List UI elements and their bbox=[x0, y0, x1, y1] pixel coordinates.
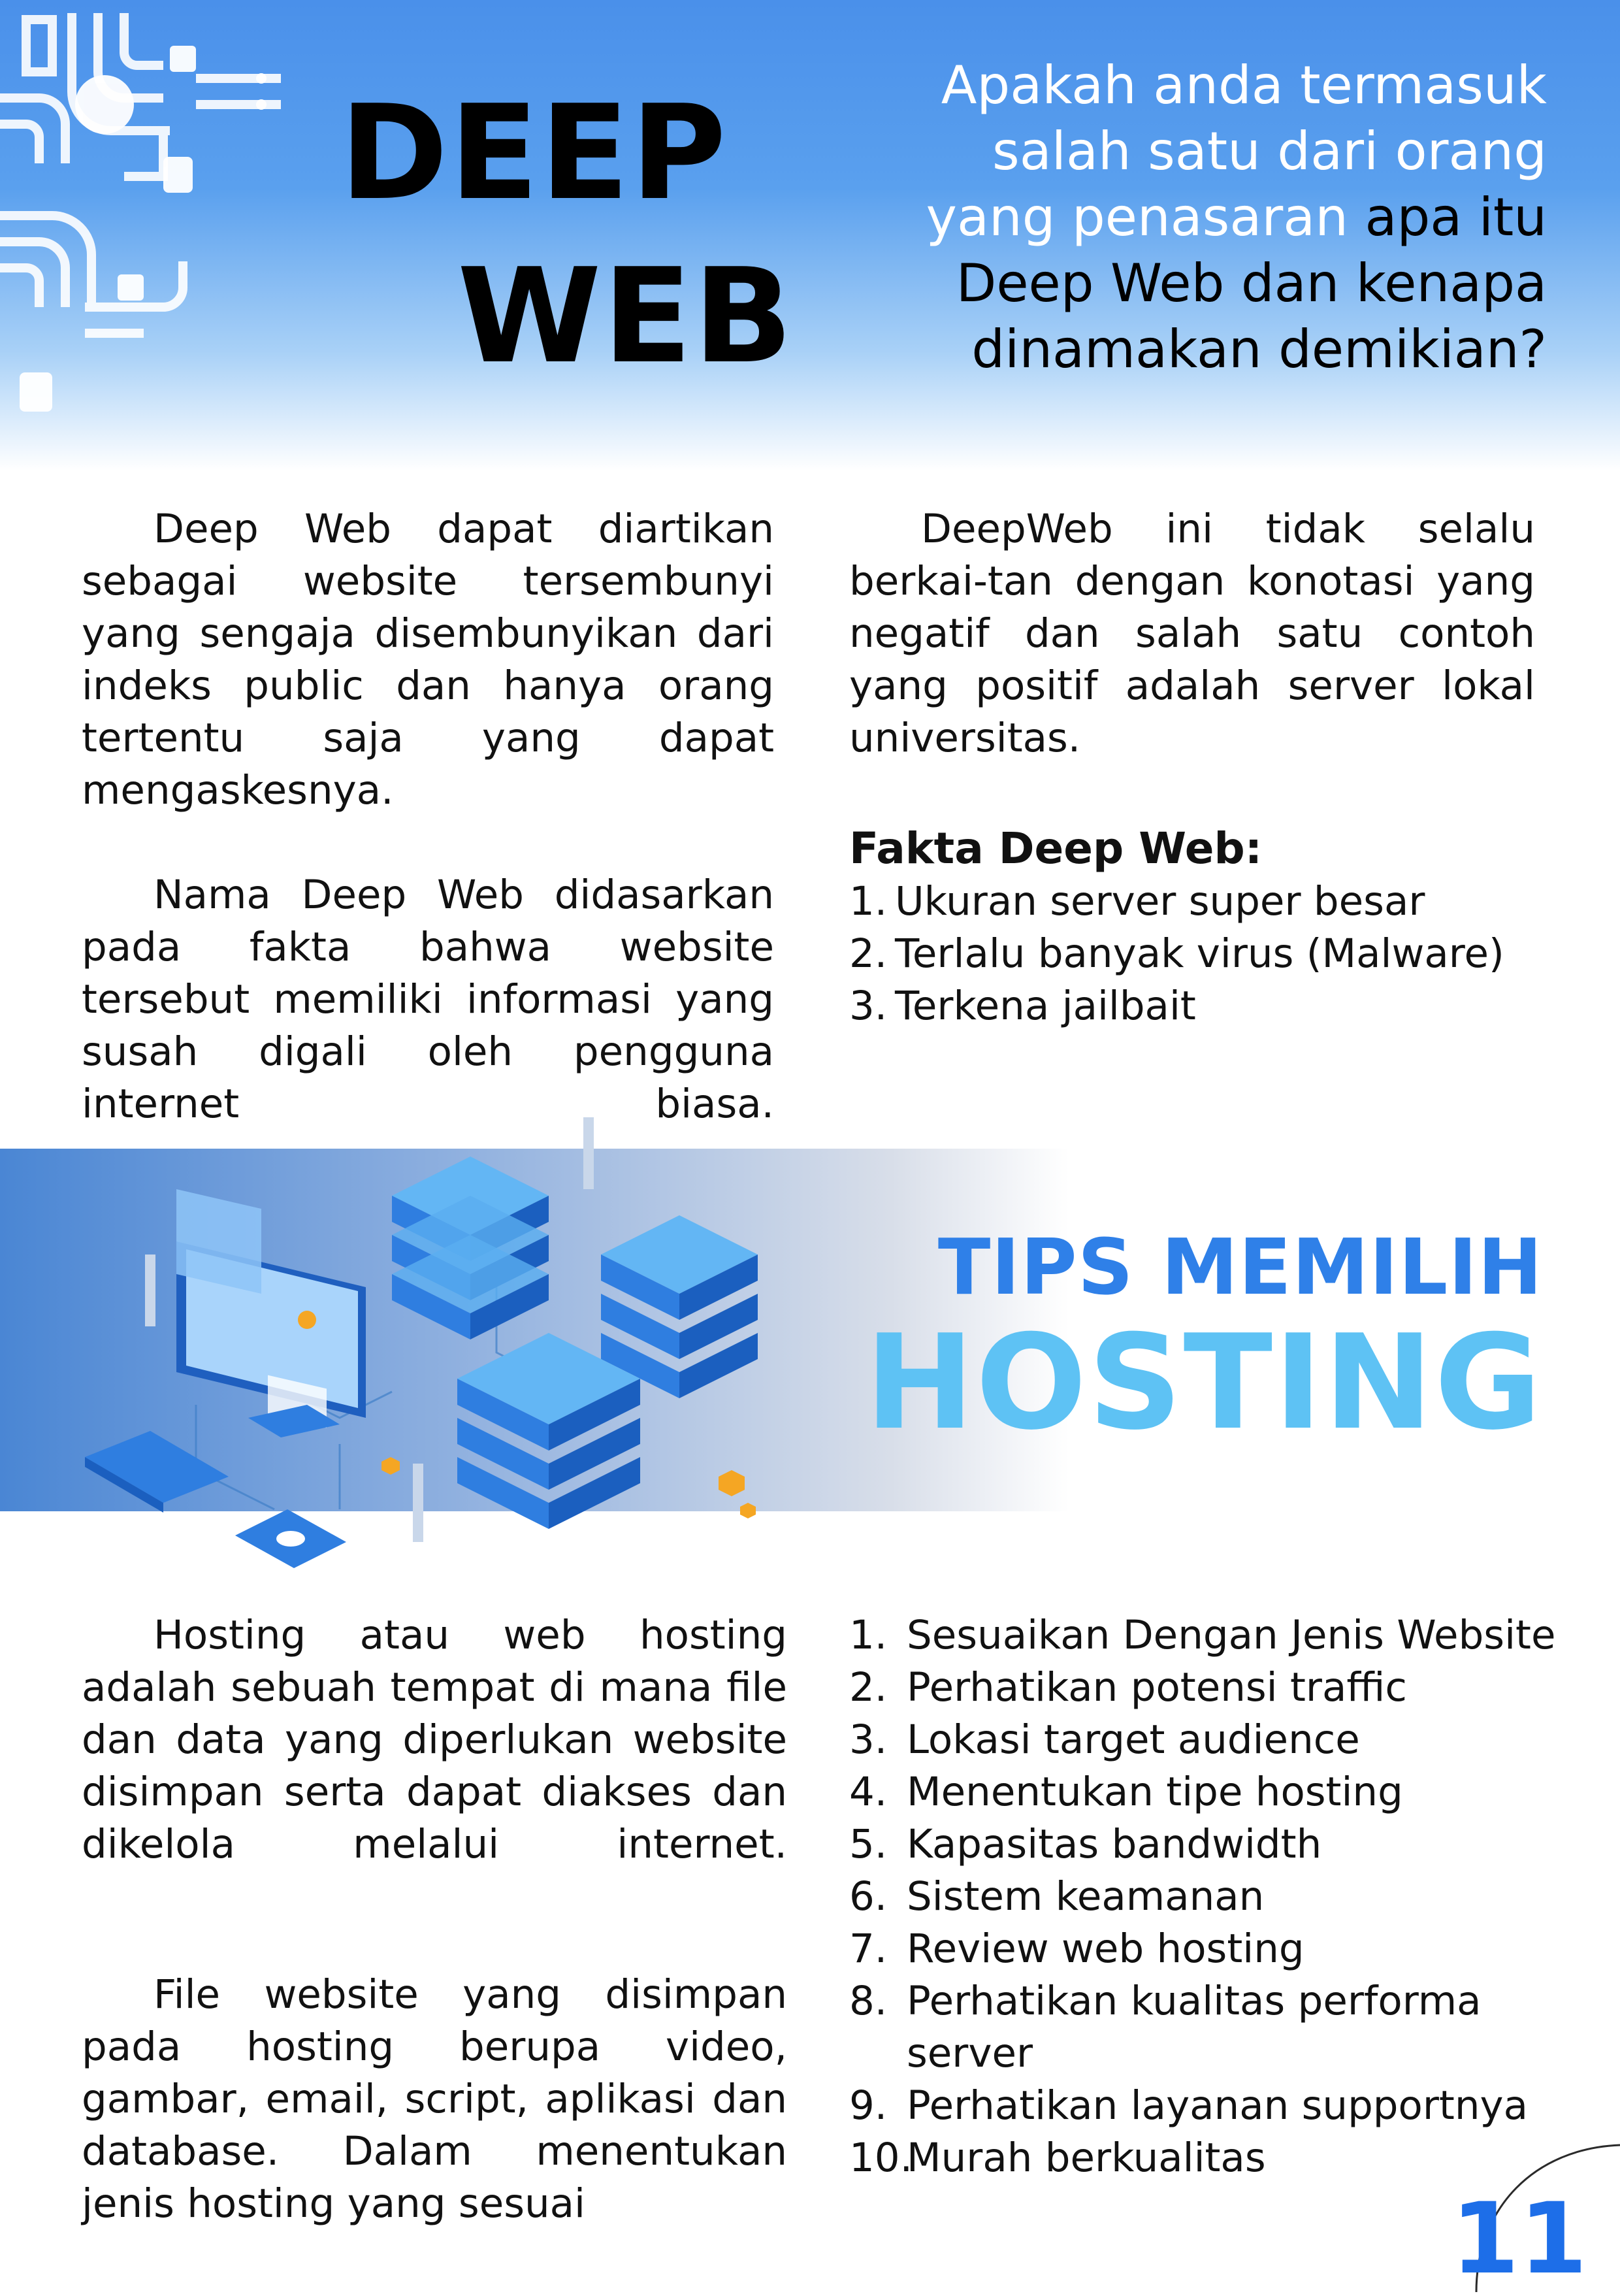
deepweb-positive-example: DeepWeb ini tidak selalu berkai-tan deng… bbox=[849, 506, 1535, 761]
facts-heading: Fakta Deep Web: bbox=[849, 823, 1263, 874]
hosting-tips-list: 1.Sesuaikan Dengan Jenis Website 2.Perha… bbox=[849, 1609, 1568, 2184]
deepweb-left-column: Deep Web dapat diartikan sebagai website… bbox=[82, 503, 774, 1130]
deepweb-definition: Deep Web dapat diartikan sebagai website… bbox=[82, 506, 774, 813]
hosting-heading-line1: TIPS MEMILIH bbox=[937, 1222, 1543, 1312]
hosting-heading-line2: HOSTING bbox=[865, 1307, 1543, 1459]
list-item: 3.Terkena jailbait bbox=[849, 983, 1196, 1029]
list-item: 5.Kapasitas bandwidth bbox=[849, 1821, 1322, 1867]
list-item: 10.Murah berkualitas bbox=[849, 2135, 1266, 2181]
list-item: 7.Review web hosting bbox=[849, 1926, 1304, 1972]
list-item: 1.Ukuran server super besar bbox=[849, 878, 1425, 925]
list-item: 9.Perhatikan layanan supportnya bbox=[849, 2082, 1528, 2129]
list-item: 6.Sistem keamanan bbox=[849, 1873, 1265, 1920]
list-item: 4.Menentukan tipe hosting bbox=[849, 1769, 1403, 1815]
hosting-definition: Hosting atau web hosting adalah sebuah t… bbox=[82, 1612, 787, 1867]
page-number: 11 bbox=[1451, 2182, 1587, 2296]
intro-question: Apakah anda termasuk salah satu dari ora… bbox=[861, 52, 1547, 382]
mouse-icon bbox=[235, 1509, 346, 1568]
question-rest: apa itu Deep Web dan kenapa dinamakan de… bbox=[956, 187, 1547, 380]
title-web: WEB bbox=[457, 240, 794, 393]
list-item: 2.Terlalu banyak virus (Malware) bbox=[849, 930, 1504, 977]
list-item: 1.Sesuaikan Dengan Jenis Website bbox=[849, 1612, 1556, 1658]
hosting-file-types: File website yang disimpan pada hosting … bbox=[82, 1971, 787, 2227]
title-deep: DEEP bbox=[340, 77, 728, 229]
server-illustration bbox=[85, 1117, 758, 1568]
list-item: 2.Perhatikan potensi traffic bbox=[849, 1664, 1407, 1711]
monitor-icon bbox=[176, 1189, 366, 1437]
deepweb-name-origin: Nama Deep Web didasarkan pada fakta bahw… bbox=[82, 872, 774, 1127]
hosting-left-column: Hosting atau web hosting adalah sebuah t… bbox=[82, 1609, 787, 2230]
facts-list: 1.Ukuran server super besar 2.Terlalu ba… bbox=[849, 876, 1568, 1032]
server-stack-icon bbox=[392, 1156, 758, 1529]
circuit-pattern-icon bbox=[0, 13, 281, 412]
list-item: 3.Lokasi target audience bbox=[849, 1716, 1360, 1763]
keyboard-icon bbox=[85, 1431, 229, 1513]
deepweb-right-column: DeepWeb ini tidak selalu berkai-tan deng… bbox=[849, 503, 1535, 764]
page-corner-curve bbox=[1475, 2144, 1620, 2292]
list-item: 8.Perhatikan kualitas performa server bbox=[849, 1978, 1482, 2076]
question-highlight: Apakah anda termasuk salah satu dari ora… bbox=[926, 55, 1547, 248]
